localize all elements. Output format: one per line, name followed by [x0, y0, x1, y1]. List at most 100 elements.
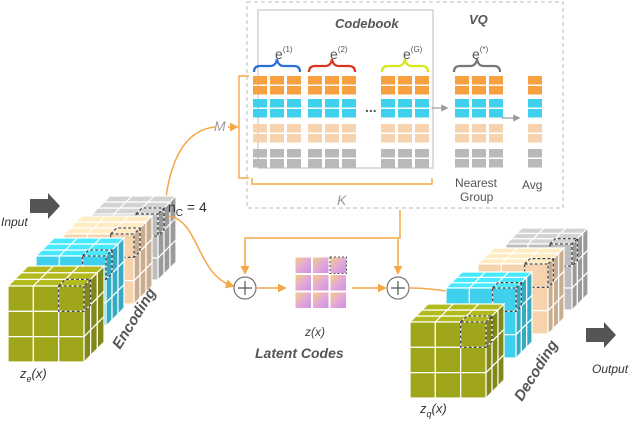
codebook-cell	[287, 109, 301, 118]
nc-label: nC = 4	[168, 199, 207, 219]
codebook-cell	[308, 134, 322, 143]
codebook-cell	[342, 124, 356, 133]
codebook-cell	[398, 134, 412, 143]
codebook-cell	[287, 149, 301, 158]
latent-code-highlight	[329, 256, 347, 274]
codebook-cell	[270, 124, 284, 133]
nearest-group-label: e(*)	[472, 45, 489, 62]
vq-to-sum-arrow	[240, 210, 401, 275]
codebook-cell	[253, 134, 267, 143]
codebook-cell	[308, 76, 322, 85]
codebook-cell	[253, 99, 267, 108]
avg-cell	[528, 124, 542, 133]
codebook-cell	[325, 99, 339, 108]
codebook-cell	[415, 124, 429, 133]
codebook-cell	[253, 76, 267, 85]
codebook-cell	[381, 149, 395, 158]
codebook-cell	[472, 134, 486, 143]
codebook-cell	[415, 109, 429, 118]
codebook-cell	[455, 86, 469, 95]
avg-cell	[528, 109, 542, 118]
codebook-cell	[287, 76, 301, 85]
codebook-cell	[489, 99, 503, 108]
codebook-cell	[381, 76, 395, 85]
input-arrow	[30, 193, 60, 219]
avg-cell	[528, 134, 542, 143]
latent-code-cell	[312, 274, 330, 292]
codebook-cell	[325, 109, 339, 118]
codebook-cell	[381, 159, 395, 168]
group-label-g: e(G)	[403, 45, 423, 62]
codebook-cell	[472, 99, 486, 108]
codebook-cell	[253, 86, 267, 95]
codebook-cell	[489, 159, 503, 168]
avg-cell	[528, 159, 542, 168]
codebook-cell	[415, 134, 429, 143]
codebook-cell	[287, 99, 301, 108]
codebook-cell	[253, 109, 267, 118]
codebook-cell	[287, 159, 301, 168]
avg-caption: Avg	[522, 178, 542, 192]
avg-cell	[528, 149, 542, 158]
codebook-cell	[270, 159, 284, 168]
group-label-2: e(2)	[330, 45, 348, 62]
codebook-cell	[415, 86, 429, 95]
latent-code-cell	[312, 256, 330, 274]
codebook-cell	[472, 109, 486, 118]
codebook-grid	[253, 76, 542, 168]
codebook-group-labels: e(1) e(2) e(G) e(*)	[275, 45, 489, 62]
codebook-cell	[415, 76, 429, 85]
codebook-cell	[342, 99, 356, 108]
codebook-cell	[308, 149, 322, 158]
codebook-cell	[325, 149, 339, 158]
codebook-cell	[253, 124, 267, 133]
codebook-cell	[415, 159, 429, 168]
codebook-cell	[472, 149, 486, 158]
codebook-cell	[342, 76, 356, 85]
codebook-cell	[472, 124, 486, 133]
codebook-cell	[325, 124, 339, 133]
codebook-cell	[308, 159, 322, 168]
encoder-to-sum-arrow	[167, 215, 235, 289]
codebook-cell	[381, 86, 395, 95]
codebook-cell	[398, 159, 412, 168]
codebook-cell	[489, 149, 503, 158]
ellipsis: ...	[365, 99, 377, 115]
codebook-cell	[489, 124, 503, 133]
latent-symbol: z(x)	[304, 325, 325, 339]
codebook-cell	[472, 86, 486, 95]
output-label: Output	[592, 362, 629, 376]
latent-codes-grid	[294, 256, 347, 309]
group-braces	[252, 58, 502, 73]
codebook-cell	[308, 86, 322, 95]
latent-code-cell	[329, 291, 347, 309]
decoder-stack	[408, 226, 590, 400]
codebook-cell	[270, 76, 284, 85]
codebook-cell	[472, 159, 486, 168]
decoder-slice-olive	[408, 302, 506, 400]
latent-code-cell	[294, 274, 312, 292]
codebook-cell	[415, 99, 429, 108]
codebook-cell	[270, 134, 284, 143]
codebook-cell	[287, 86, 301, 95]
codebook-cell	[253, 149, 267, 158]
codebook-cell	[489, 86, 503, 95]
latent-code-cell	[312, 291, 330, 309]
codebook-cell	[489, 76, 503, 85]
codebook-cell	[325, 76, 339, 85]
codebook-cell	[287, 134, 301, 143]
codebook-cell	[270, 149, 284, 158]
codebook-cell	[455, 76, 469, 85]
codebook-cell	[455, 149, 469, 158]
latent-code-cell	[329, 256, 347, 274]
brace-yellow	[380, 58, 430, 73]
codebook-cell	[308, 124, 322, 133]
codebook-cell	[381, 124, 395, 133]
brace-red	[307, 58, 357, 73]
k-label: K	[337, 192, 347, 208]
codebook-cell	[342, 149, 356, 158]
codebook-cell	[398, 124, 412, 133]
codebook-cell	[381, 109, 395, 118]
codebook-cell	[455, 99, 469, 108]
